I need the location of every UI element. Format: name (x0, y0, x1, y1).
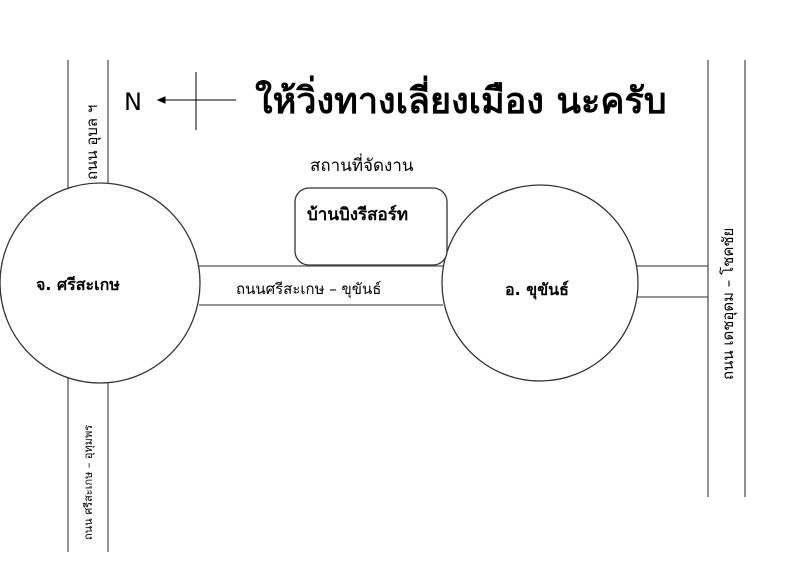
venue-box (294, 187, 448, 266)
city-label-sisaket: จ. ศรีสะเกษ (36, 275, 120, 294)
city-circle-khukhan (441, 184, 639, 382)
venue-name: บ้านบิงรีสอร์ท (307, 204, 408, 225)
city-circle-sisaket (0, 182, 201, 384)
road-label-left-top: ถนน อุบล ฯ (83, 105, 102, 180)
north-arrow (156, 72, 236, 130)
road-label-right: ถนน เดชอุดม – โชคชัย (719, 228, 738, 380)
road-label-middle: ถนนศรีสะเกษ – ขุขันธ์ (236, 280, 381, 299)
city-label-khukhan: อ. ขุขันธ์ (505, 280, 569, 300)
map-title: ให้วิ่งทางเลี่ยงเมือง นะครับ (255, 75, 667, 122)
north-label: N (124, 88, 142, 116)
venue-caption: สถานที่จัดงาน (310, 153, 414, 176)
road-label-left-bottom: ถนน ศรีสะเกษ – อุทุมพร (82, 425, 95, 540)
